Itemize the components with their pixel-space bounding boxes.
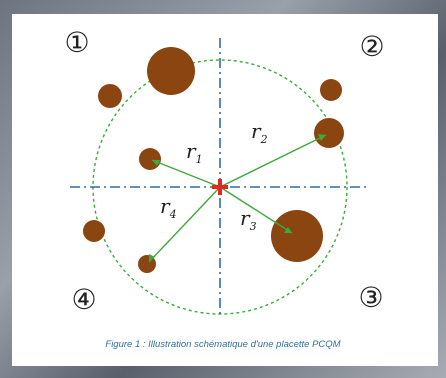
tree-small-right <box>320 79 342 101</box>
arrowhead-2 <box>318 134 326 141</box>
tree-r2 <box>314 118 344 148</box>
tree-large-top <box>147 47 195 95</box>
center-point-icon <box>212 179 228 195</box>
tree-small-left <box>98 84 122 108</box>
quadrant-1-label: ① <box>64 26 89 59</box>
radius-line-3 <box>219 186 293 234</box>
radius-label-3: r3 <box>240 206 257 233</box>
tree-r3 <box>271 210 323 262</box>
arrowhead-1 <box>152 160 160 166</box>
quadrant-3-label: ③ <box>358 281 383 314</box>
arrowhead-4 <box>149 254 155 262</box>
radius-label-4: r4 <box>160 194 177 221</box>
quadrant-4-badge: ④ <box>71 283 96 316</box>
radius-label-2: r2 <box>251 119 268 146</box>
tree-r1 <box>139 148 161 170</box>
quadrant-4-label: ④ <box>71 283 96 316</box>
quadrant-2-label: ② <box>359 30 384 63</box>
arrowhead-3 <box>284 227 292 233</box>
quadrant-3-badge: ③ <box>358 281 383 314</box>
tree-small-bottom-left <box>83 220 105 242</box>
radius-line-2 <box>219 134 327 188</box>
radius-label-1: r1 <box>186 139 203 166</box>
figure-caption: Figure 1 : Illustration schématique d'un… <box>105 339 341 350</box>
radius-line-1 <box>151 159 221 188</box>
radius-line-4 <box>148 186 221 263</box>
quadrant-2-badge: ② <box>359 30 384 63</box>
quadrant-1-badge: ① <box>64 26 89 59</box>
